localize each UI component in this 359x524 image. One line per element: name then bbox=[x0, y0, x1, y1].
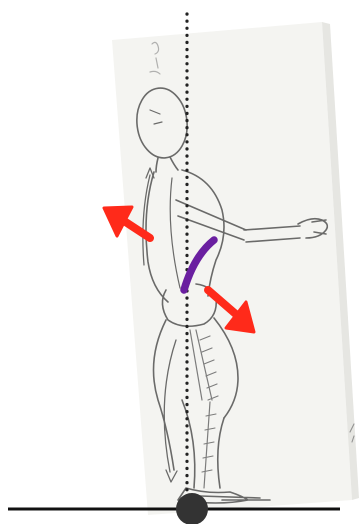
sketch-paper bbox=[112, 22, 352, 515]
ground-point-icon bbox=[176, 493, 208, 524]
sketch-layer bbox=[112, 22, 359, 515]
